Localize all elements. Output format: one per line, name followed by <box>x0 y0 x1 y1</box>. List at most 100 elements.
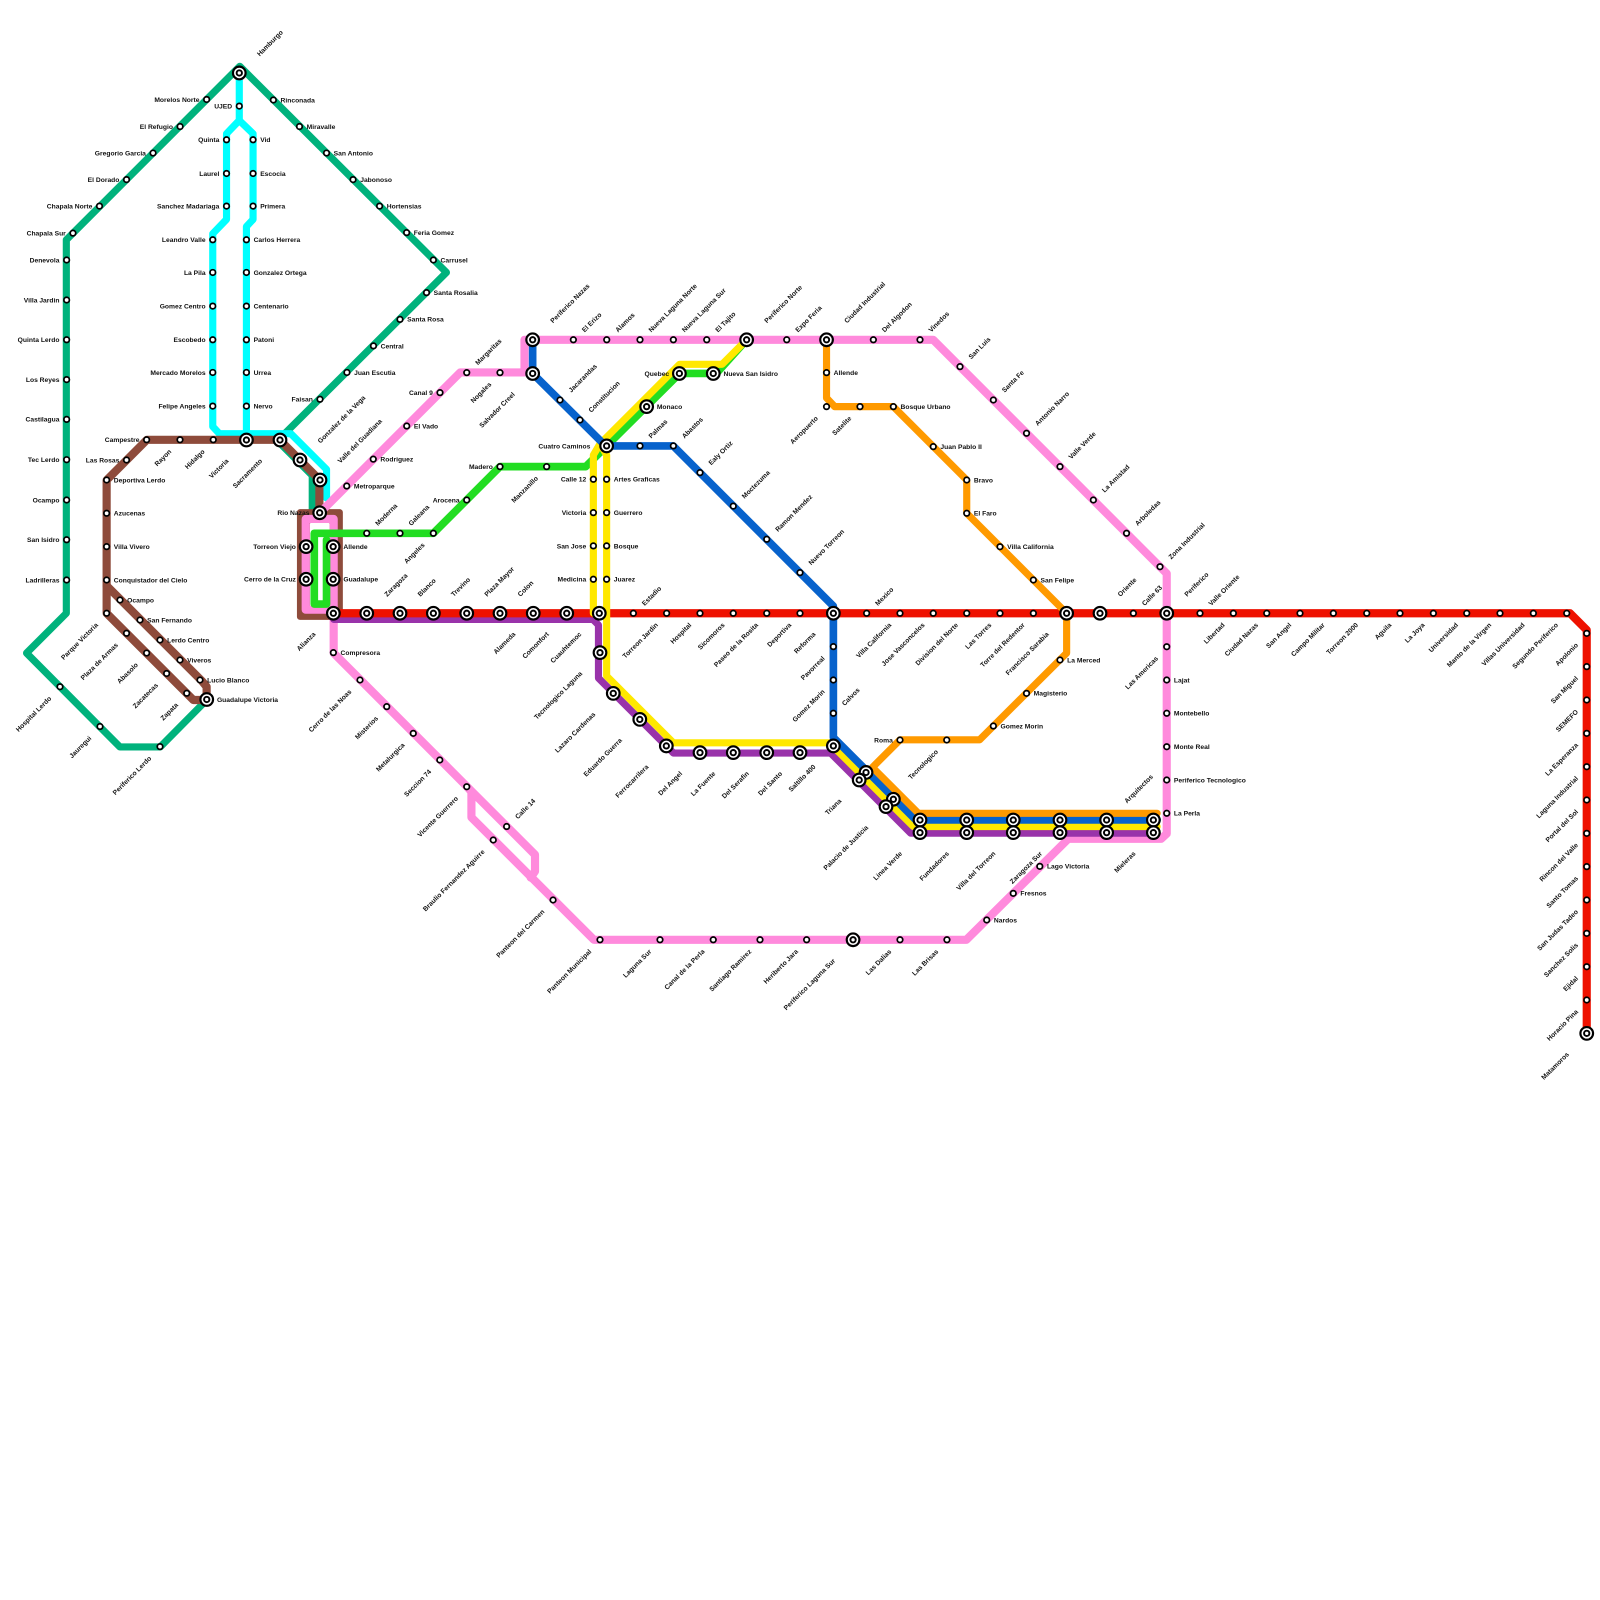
station[interactable] <box>369 342 378 350</box>
station[interactable] <box>403 229 411 237</box>
station[interactable] <box>1163 676 1171 684</box>
station[interactable] <box>709 936 717 944</box>
interchange-station[interactable] <box>325 571 341 587</box>
station[interactable] <box>1583 963 1591 971</box>
station[interactable] <box>589 509 597 517</box>
station[interactable] <box>916 336 924 344</box>
station[interactable] <box>929 609 937 617</box>
interchange-station[interactable] <box>425 605 441 621</box>
station[interactable] <box>183 689 191 697</box>
station[interactable] <box>896 736 904 744</box>
station[interactable] <box>783 336 791 344</box>
station[interactable] <box>989 722 997 730</box>
station[interactable] <box>156 636 164 644</box>
station[interactable] <box>1583 796 1591 804</box>
station[interactable] <box>1583 629 1591 637</box>
station[interactable] <box>209 268 217 277</box>
station[interactable] <box>1583 996 1591 1004</box>
station[interactable] <box>63 415 71 424</box>
interchange-station[interactable] <box>459 605 475 621</box>
station[interactable] <box>209 336 217 344</box>
station[interactable] <box>603 575 611 583</box>
station[interactable] <box>463 496 471 504</box>
station[interactable] <box>1583 863 1591 871</box>
station[interactable] <box>1122 529 1131 537</box>
interchange-station[interactable] <box>825 605 841 621</box>
station[interactable] <box>369 455 377 463</box>
station[interactable] <box>729 502 737 510</box>
station[interactable] <box>63 375 71 384</box>
station[interactable] <box>375 202 384 210</box>
station[interactable] <box>249 202 257 210</box>
station[interactable] <box>943 736 951 744</box>
station[interactable] <box>963 609 971 617</box>
station[interactable] <box>603 509 611 517</box>
station[interactable] <box>316 395 324 403</box>
interchange-station[interactable] <box>739 332 755 348</box>
station[interactable] <box>156 743 164 751</box>
interchange-station[interactable] <box>725 745 741 761</box>
station[interactable] <box>409 729 417 737</box>
station[interactable] <box>103 476 111 484</box>
station[interactable] <box>63 296 71 304</box>
interchange-station[interactable] <box>819 332 834 348</box>
station[interactable] <box>349 175 357 184</box>
station[interactable] <box>1463 609 1471 617</box>
interchange-station[interactable] <box>792 745 808 761</box>
interchange-station[interactable] <box>605 685 621 701</box>
station[interactable] <box>63 336 71 344</box>
station[interactable] <box>1163 776 1171 784</box>
station[interactable] <box>1089 496 1097 504</box>
station[interactable] <box>242 236 251 244</box>
station[interactable] <box>122 175 131 184</box>
station[interactable] <box>1022 689 1031 697</box>
station[interactable] <box>1056 463 1064 471</box>
interchange-station[interactable] <box>325 539 341 555</box>
interchange-station[interactable] <box>632 711 648 727</box>
station[interactable] <box>1563 609 1571 617</box>
station[interactable] <box>589 542 597 550</box>
station[interactable] <box>436 389 444 397</box>
station[interactable] <box>1056 656 1064 664</box>
interchange-station[interactable] <box>851 772 867 788</box>
station[interactable] <box>203 95 211 104</box>
station[interactable] <box>1296 609 1304 617</box>
station[interactable] <box>196 676 204 684</box>
interchange-station[interactable] <box>845 932 861 948</box>
station[interactable] <box>889 403 897 411</box>
interchange-station[interactable] <box>231 65 247 81</box>
interchange-station[interactable] <box>525 605 541 621</box>
interchange-station[interactable] <box>1005 825 1021 841</box>
station[interactable] <box>235 102 243 110</box>
station[interactable] <box>1396 609 1404 617</box>
station[interactable] <box>603 336 611 344</box>
station[interactable] <box>463 369 471 377</box>
station[interactable] <box>222 136 231 144</box>
station[interactable] <box>429 529 437 537</box>
station[interactable] <box>329 649 337 657</box>
station[interactable] <box>896 936 904 944</box>
interchange-station[interactable] <box>239 432 254 448</box>
station[interactable] <box>503 822 511 831</box>
station[interactable] <box>1163 643 1171 651</box>
station[interactable] <box>1022 429 1031 437</box>
station[interactable] <box>103 609 111 617</box>
station[interactable] <box>343 482 351 490</box>
station[interactable] <box>963 476 971 484</box>
station[interactable] <box>63 536 71 544</box>
station[interactable] <box>242 302 251 310</box>
station[interactable] <box>1156 563 1164 571</box>
station[interactable] <box>943 936 951 944</box>
station[interactable] <box>829 643 837 651</box>
station[interactable] <box>363 529 371 537</box>
interchange-station[interactable] <box>1159 605 1175 621</box>
station[interactable] <box>603 542 611 550</box>
station[interactable] <box>796 609 804 617</box>
station[interactable] <box>1229 609 1237 617</box>
station[interactable] <box>396 315 404 324</box>
interchange-station[interactable] <box>591 605 607 621</box>
interchange-station[interactable] <box>825 738 841 754</box>
station[interactable] <box>1129 609 1137 617</box>
station[interactable] <box>63 576 71 584</box>
interchange-station[interactable] <box>1579 1025 1595 1041</box>
